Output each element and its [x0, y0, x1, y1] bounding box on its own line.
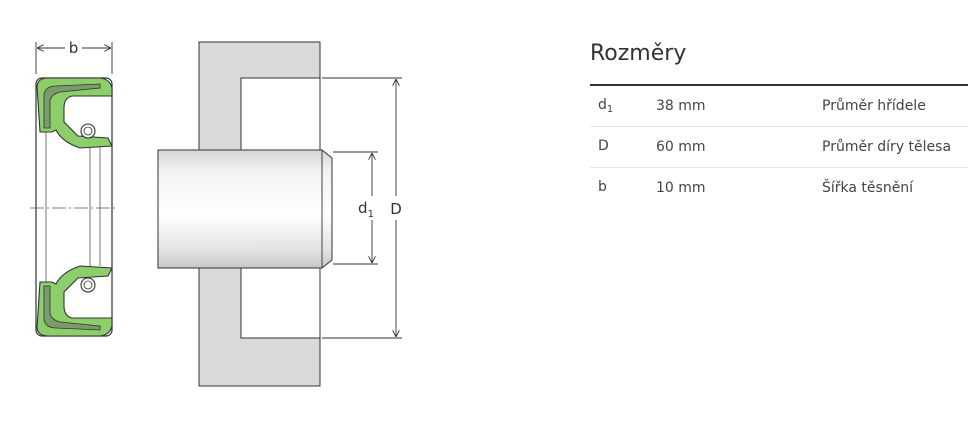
description-cell: Průměr hřídele	[822, 98, 926, 114]
housing-top	[198, 41, 321, 151]
symbol-cell: d1	[598, 97, 614, 115]
label-D: D	[390, 200, 402, 218]
value-cell: 10 mm	[656, 180, 706, 196]
dimensions-panel: Rozměry d1 38 mm Průměr hřídele D 60 mm …	[590, 40, 968, 208]
dimensions-table: d1 38 mm Průměr hřídele D 60 mm Průměr d…	[590, 84, 968, 208]
spring-top	[80, 123, 96, 139]
dimension-b: b	[35, 39, 113, 74]
dimensions-title: Rozměry	[590, 41, 687, 66]
spring-bottom	[80, 277, 96, 293]
seal-drawing: b d1 D	[30, 39, 402, 387]
shaft	[157, 149, 333, 269]
seal-cross-section	[30, 77, 118, 337]
value-cell: 60 mm	[656, 139, 706, 155]
symbol-cell: b	[598, 179, 607, 195]
label-b: b	[69, 39, 79, 57]
seal-lip-top	[36, 77, 113, 149]
label-d1: d1	[358, 199, 374, 220]
metal-insert-bottom	[43, 285, 101, 331]
value-cell: 38 mm	[656, 98, 706, 114]
table-row: d1 38 mm Průměr hřídele	[590, 85, 968, 127]
housing-section	[198, 41, 321, 387]
description-cell: Průměr díry tělesa	[822, 139, 952, 155]
symbol-cell: D	[598, 138, 609, 154]
table-row: D 60 mm Průměr díry tělesa	[590, 127, 968, 168]
table-row: b 10 mm Šířka těsnění	[590, 168, 968, 209]
dimension-d1: d1	[333, 151, 378, 265]
description-cell: Šířka těsnění	[822, 180, 914, 196]
metal-insert-top	[43, 83, 101, 129]
housing-bottom	[198, 267, 321, 387]
dimension-D: D	[322, 77, 402, 339]
seal-lip-bottom	[36, 265, 113, 337]
